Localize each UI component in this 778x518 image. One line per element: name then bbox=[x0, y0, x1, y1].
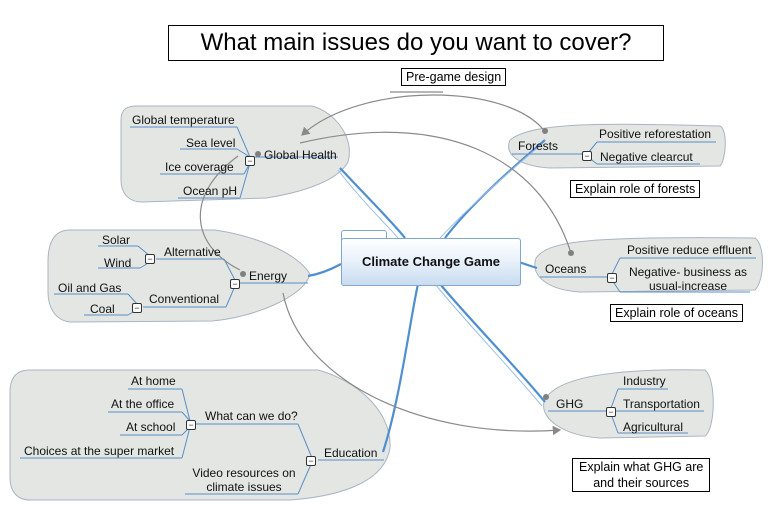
group-bg-oceans bbox=[534, 237, 763, 293]
topic-global-health[interactable]: Global Health bbox=[264, 148, 337, 162]
topic-conventional[interactable]: Conventional bbox=[149, 292, 220, 306]
central-topic-tab bbox=[341, 230, 387, 241]
relationship-dot bbox=[543, 394, 549, 400]
topic-negative-business-as-usual[interactable]: Negative- business as usual-increase bbox=[626, 265, 750, 293]
topic-positive-reforestation[interactable]: Positive reforestation bbox=[599, 127, 712, 141]
topic-wind[interactable]: Wind bbox=[104, 256, 132, 270]
topic-alternative[interactable]: Alternative bbox=[164, 245, 221, 259]
topic-solar[interactable]: Solar bbox=[102, 233, 131, 247]
topic-negative-line-1: Negative- business as bbox=[628, 265, 748, 279]
topic-education[interactable]: Education bbox=[324, 446, 378, 460]
topic-industry[interactable]: Industry bbox=[623, 374, 666, 388]
central-topic[interactable]: Climate Change Game bbox=[341, 238, 521, 286]
topic-video-resources-line-1: Video resources on bbox=[192, 466, 296, 480]
topic-global-temperature[interactable]: Global temperature bbox=[132, 113, 235, 127]
note-ghg-line-1: Explain what GHG are bbox=[579, 460, 704, 474]
topic-positive-reduce-effluent[interactable]: Positive reduce effluent bbox=[627, 243, 752, 257]
topic-ghg[interactable]: GHG bbox=[556, 397, 584, 411]
note-forests[interactable]: Explain role of forests bbox=[570, 180, 701, 198]
topic-negative-line-2: usual-increase bbox=[648, 279, 728, 293]
collapse-toggle-what-can-we-do[interactable]: − bbox=[186, 420, 196, 430]
note-pregame-design[interactable]: Pre-game design bbox=[401, 68, 507, 86]
topic-at-home[interactable]: At home bbox=[131, 374, 176, 388]
note-oceans[interactable]: Explain role of oceans bbox=[610, 304, 743, 322]
group-bg-global-health bbox=[120, 105, 350, 203]
topic-at-school[interactable]: At school bbox=[126, 420, 176, 434]
relationship-dot bbox=[240, 271, 246, 277]
topic-ocean-ph[interactable]: Ocean pH bbox=[183, 184, 238, 198]
collapse-toggle-education[interactable]: − bbox=[306, 456, 316, 466]
topic-oceans[interactable]: Oceans bbox=[545, 262, 587, 276]
note-ghg-line-2: and their sources bbox=[593, 476, 690, 490]
relationship-dot bbox=[568, 250, 574, 256]
topic-video-resources-line-2: climate issues bbox=[206, 480, 282, 494]
collapse-toggle-energy[interactable]: − bbox=[230, 279, 240, 289]
topic-energy[interactable]: Energy bbox=[249, 269, 288, 283]
relationship-dot bbox=[255, 151, 261, 157]
relationship-arrows bbox=[199, 91, 572, 436]
topic-what-can-we-do[interactable]: What can we do? bbox=[205, 409, 298, 423]
topic-agricultural[interactable]: Agricultural bbox=[623, 420, 684, 434]
group-bg-education bbox=[9, 369, 391, 501]
topic-sea-level[interactable]: Sea level bbox=[186, 136, 236, 150]
group-bg-ghg bbox=[543, 369, 714, 439]
topic-video-resources[interactable]: Video resources on climate issues bbox=[188, 466, 300, 494]
topic-negative-clearcut[interactable]: Negative clearcut bbox=[600, 150, 693, 164]
collapse-toggle-alternative[interactable]: − bbox=[145, 254, 155, 264]
collapse-toggle-conventional[interactable]: − bbox=[132, 303, 142, 313]
topic-transportation[interactable]: Transportation bbox=[623, 397, 700, 411]
topic-oil-and-gas[interactable]: Oil and Gas bbox=[58, 281, 122, 295]
collapse-toggle-oceans[interactable]: − bbox=[607, 273, 617, 283]
topic-coal[interactable]: Coal bbox=[90, 302, 115, 316]
collapse-toggle-ghg[interactable]: − bbox=[606, 407, 616, 417]
topic-ice-coverage[interactable]: Ice coverage bbox=[165, 160, 234, 174]
note-ghg[interactable]: Explain what GHG are and their sources bbox=[572, 458, 711, 492]
page-title: What main issues do you want to cover? bbox=[168, 25, 664, 61]
group-bg-energy bbox=[47, 229, 311, 323]
relationship-dot bbox=[542, 128, 548, 134]
collapse-toggle-forests[interactable]: − bbox=[582, 151, 592, 161]
collapse-toggle-global-health[interactable]: − bbox=[245, 156, 255, 166]
topic-choices-at-the-super-market[interactable]: Choices at the super market bbox=[24, 444, 175, 458]
topic-forests[interactable]: Forests bbox=[518, 139, 559, 153]
topic-at-the-office[interactable]: At the office bbox=[111, 397, 175, 411]
